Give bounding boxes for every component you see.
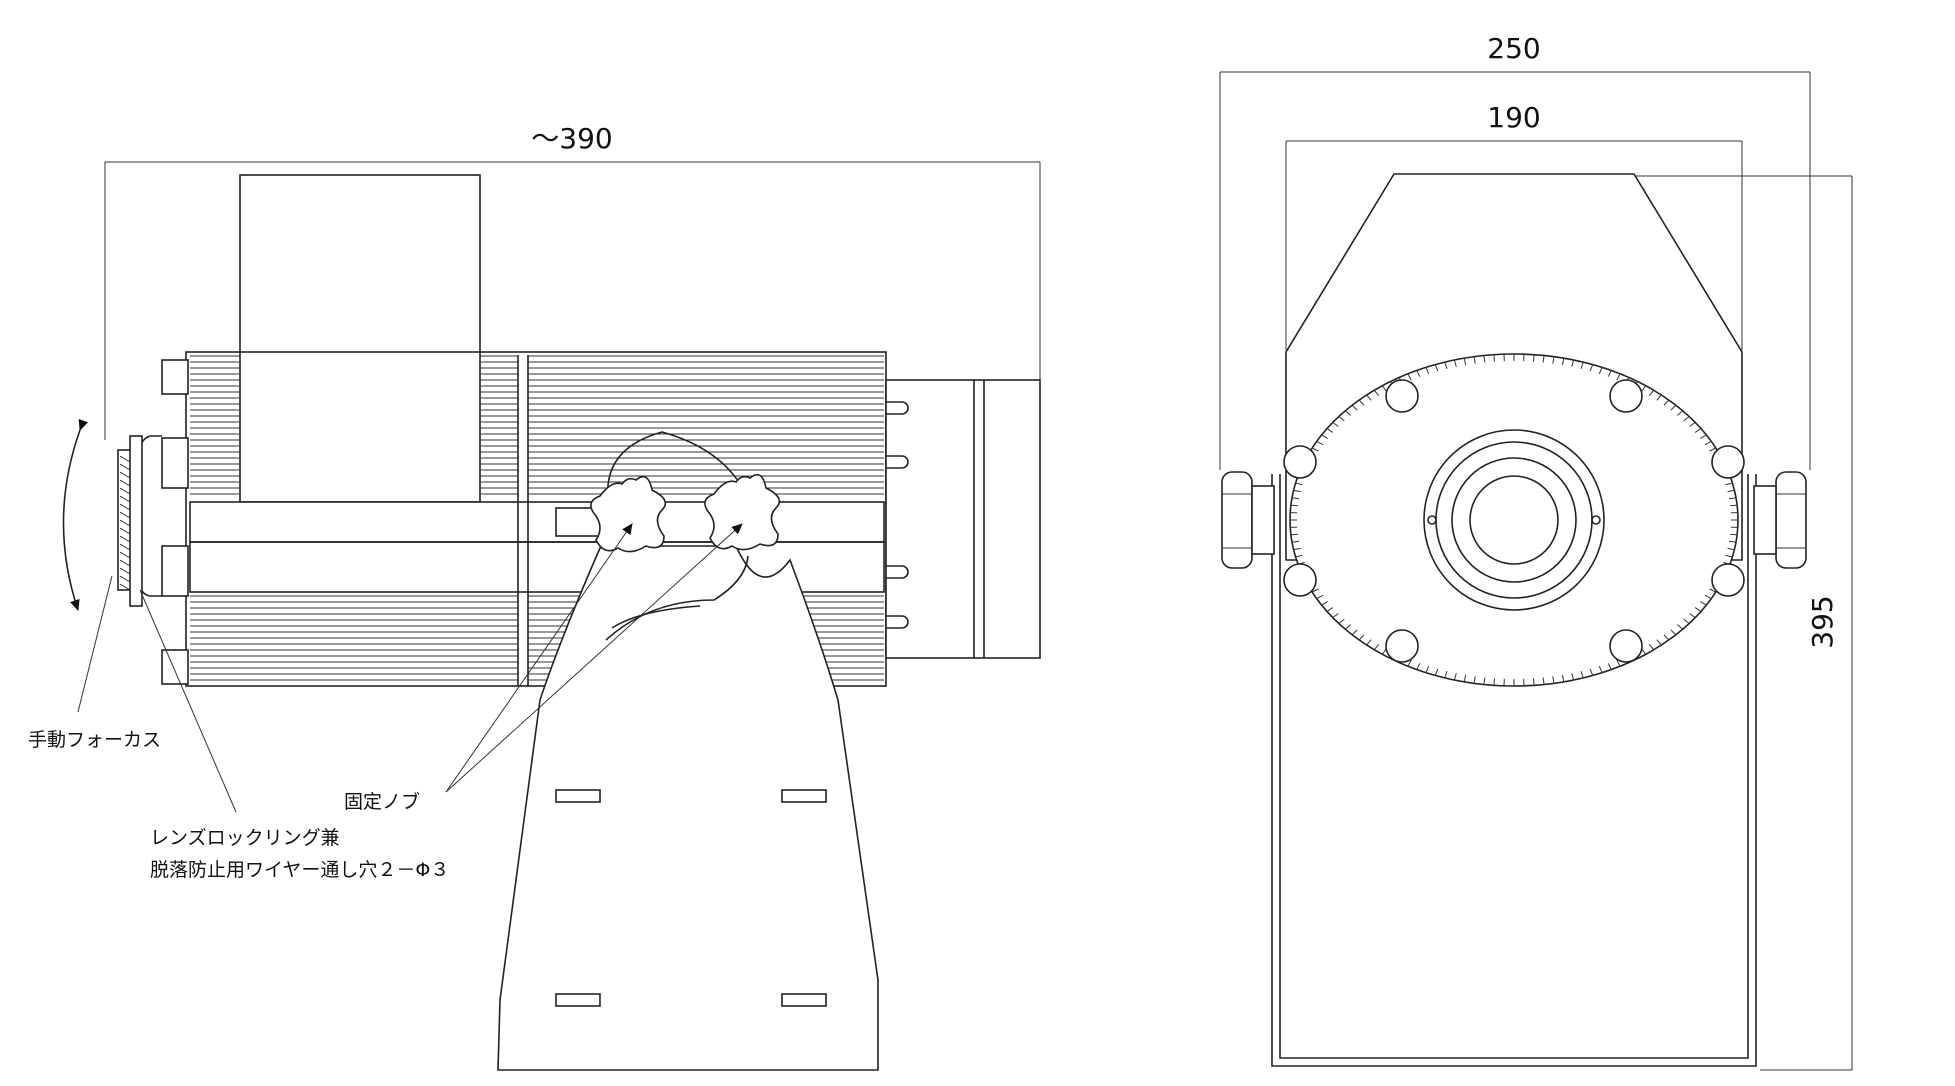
fixing-knob-right[interactable] xyxy=(704,473,781,551)
dimension-390: ～390 xyxy=(104,122,1041,440)
focus-rotation-arrow xyxy=(62,418,89,611)
rear-cap xyxy=(885,379,1041,659)
ballast-box xyxy=(239,174,481,503)
label-manual-focus: 手動フォーカス xyxy=(28,729,161,751)
side-view: ～390 xyxy=(28,122,1041,1071)
side-knob-left[interactable] xyxy=(1221,471,1275,569)
dimension-395: 395 xyxy=(1630,175,1853,1071)
lens-focus-ring xyxy=(117,435,143,607)
side-knob-right[interactable] xyxy=(1753,471,1807,569)
dimension-250: 250 xyxy=(1219,32,1811,470)
dimension-190: 190 xyxy=(1285,101,1743,350)
label-fixing-knob: 固定ノブ xyxy=(344,790,420,813)
leaders xyxy=(77,523,743,813)
dimension-395-label: 395 xyxy=(1806,595,1839,648)
front-flange xyxy=(138,359,189,685)
dimension-390-label: ～390 xyxy=(531,122,612,155)
dimension-190-label: 190 xyxy=(1487,101,1540,134)
bolts xyxy=(1283,379,1745,663)
dimension-250-label: 250 xyxy=(1487,32,1540,65)
label-lens-lock-line2: 脱落防止用ワイヤー通し穴２－Φ３ xyxy=(150,859,449,881)
fixing-knob-left[interactable] xyxy=(590,475,667,553)
front-view: 250 190 395 xyxy=(1219,32,1853,1071)
lens-front xyxy=(1423,429,1605,611)
mounting-bracket xyxy=(497,431,879,1071)
yoke xyxy=(1271,474,1757,1067)
label-lens-lock-line1: レンズロックリング兼 xyxy=(150,827,340,849)
